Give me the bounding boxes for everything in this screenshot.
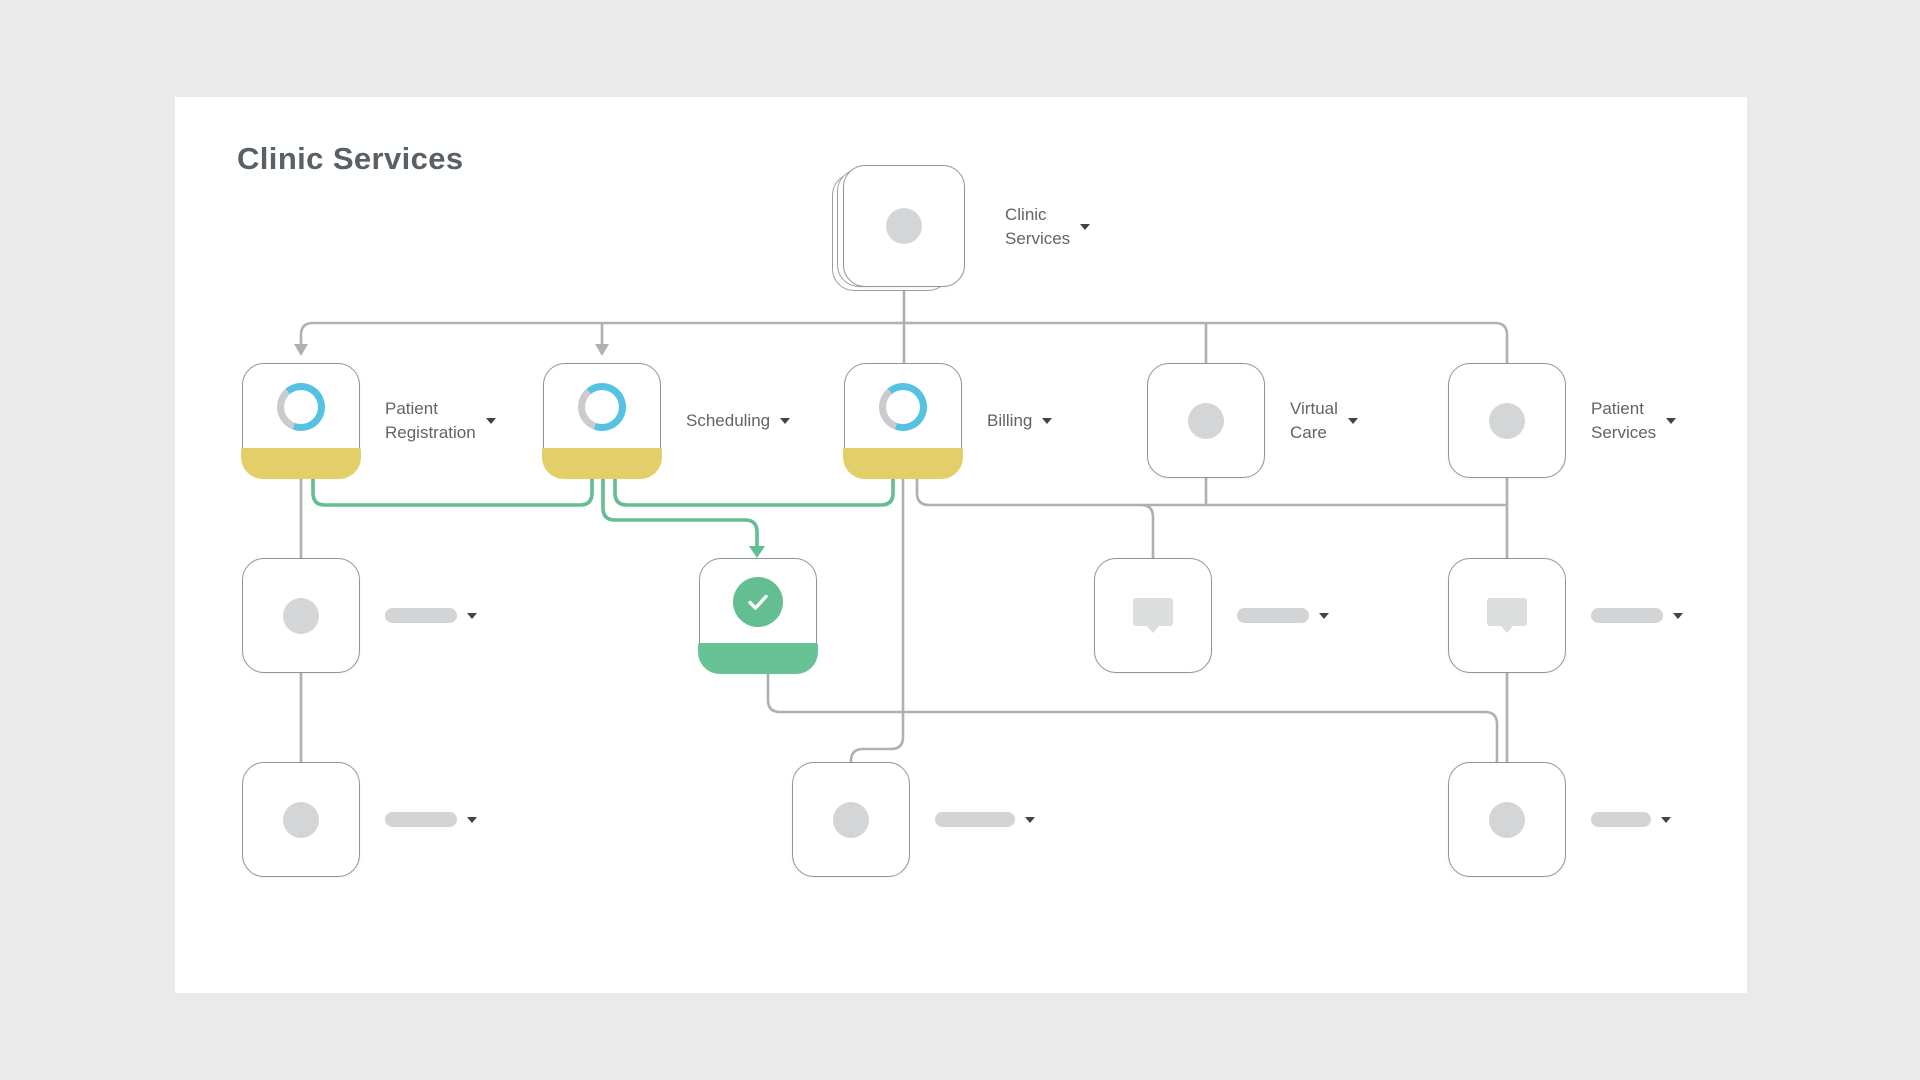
dot-icon xyxy=(283,597,319,634)
spinner-icon xyxy=(578,382,626,431)
edge-billing-row4 xyxy=(849,473,905,765)
completed-step-card[interactable] xyxy=(698,558,818,674)
dot-icon xyxy=(1489,402,1525,439)
arrowhead-pr xyxy=(294,344,308,356)
status-bar-yellow xyxy=(542,447,662,479)
edge-check-row4right xyxy=(766,671,1499,764)
billing-label[interactable]: Billing xyxy=(987,363,1053,478)
chevron-down-icon[interactable] xyxy=(780,417,791,424)
scheduling-label[interactable]: Scheduling xyxy=(686,363,791,478)
virtual-care-label[interactable]: Virtual Care xyxy=(1290,363,1358,478)
grandchild-left-placeholder-label[interactable] xyxy=(385,762,477,877)
dot-icon xyxy=(1188,402,1224,439)
monitor-1-card[interactable] xyxy=(1094,558,1212,673)
scheduling-card[interactable] xyxy=(542,363,662,479)
label-skeleton xyxy=(385,812,457,827)
chevron-down-icon[interactable] xyxy=(467,612,477,619)
label-skeleton xyxy=(1591,608,1663,623)
chevron-down-icon[interactable] xyxy=(1025,816,1035,823)
diagram-canvas: Clinic Services xyxy=(175,97,1747,993)
chevron-down-icon[interactable] xyxy=(1347,417,1358,424)
patient-registration-card[interactable] xyxy=(241,363,361,479)
label-skeleton xyxy=(1237,608,1309,623)
arrowhead-scheduling xyxy=(595,344,609,356)
edge-green-pr-scheduling xyxy=(311,473,594,507)
spinner-icon xyxy=(879,382,927,431)
monitor-1-placeholder-label[interactable] xyxy=(1237,558,1329,673)
page-title: Clinic Services xyxy=(237,141,464,176)
edge-green-scheduling-check xyxy=(601,473,759,548)
patient-services-card[interactable] xyxy=(1448,363,1566,478)
monitor-2-placeholder-label[interactable] xyxy=(1591,558,1683,673)
grandchild-middle-card[interactable] xyxy=(792,762,910,877)
grandchild-left-card[interactable] xyxy=(242,762,360,877)
root-card[interactable] xyxy=(843,165,965,287)
dot-icon xyxy=(886,208,922,244)
chevron-down-icon[interactable] xyxy=(1661,816,1671,823)
dot-icon xyxy=(833,801,869,838)
chevron-down-icon[interactable] xyxy=(1673,612,1683,619)
check-icon xyxy=(733,576,783,627)
patient-services-label[interactable]: Patient Services xyxy=(1591,363,1677,478)
edge-bus-monitor1 xyxy=(1139,503,1155,560)
grandchild-right-placeholder-label[interactable] xyxy=(1591,762,1671,877)
edge-green-scheduling-billing xyxy=(613,473,895,507)
root-label[interactable]: Clinic Services xyxy=(1005,169,1091,284)
spinner-icon xyxy=(277,382,325,431)
chevron-down-icon[interactable] xyxy=(1319,612,1329,619)
arrowhead-check xyxy=(749,546,765,558)
chevron-down-icon[interactable] xyxy=(1666,417,1677,424)
label-skeleton xyxy=(935,812,1015,827)
dot-icon xyxy=(283,801,319,838)
billing-card[interactable] xyxy=(843,363,963,479)
label-skeleton xyxy=(1591,812,1651,827)
monitor-2-card[interactable] xyxy=(1448,558,1566,673)
chevron-down-icon[interactable] xyxy=(1042,417,1053,424)
monitor-icon xyxy=(1487,597,1527,634)
grandchild-right-card[interactable] xyxy=(1448,762,1566,877)
virtual-care-card[interactable] xyxy=(1147,363,1265,478)
status-bar-green xyxy=(698,642,818,674)
status-bar-yellow xyxy=(241,447,361,479)
edge-billing-right-bus xyxy=(915,473,1509,507)
dot-icon xyxy=(1489,801,1525,838)
chevron-down-icon[interactable] xyxy=(485,417,496,424)
chevron-down-icon[interactable] xyxy=(467,816,477,823)
label-skeleton xyxy=(385,608,457,623)
child-left-placeholder-label[interactable] xyxy=(385,558,477,673)
child-left-card[interactable] xyxy=(242,558,360,673)
grandchild-middle-placeholder-label[interactable] xyxy=(935,762,1035,877)
monitor-icon xyxy=(1133,597,1173,634)
status-bar-yellow xyxy=(843,447,963,479)
edge-root-bus xyxy=(299,321,1509,365)
patient-registration-label[interactable]: Patient Registration xyxy=(385,363,496,478)
chevron-down-icon[interactable] xyxy=(1080,223,1091,230)
connector-lines xyxy=(294,283,1509,765)
